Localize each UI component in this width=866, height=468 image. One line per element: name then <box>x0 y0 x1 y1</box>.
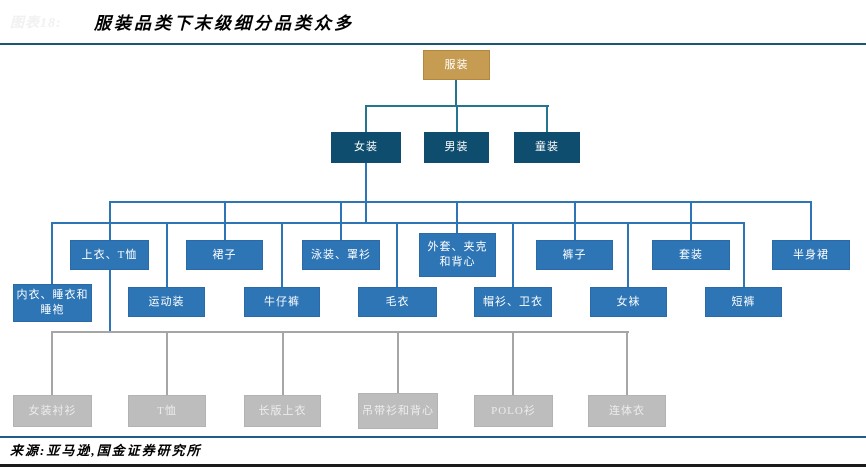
node-label: 泳装、罩衫 <box>311 248 371 261</box>
connector-line <box>51 331 53 395</box>
node-label: 短裤 <box>731 295 756 308</box>
connector-line <box>51 331 629 333</box>
node-label: 毛衣 <box>385 295 410 308</box>
node-bodysuits: 连体衣 <box>588 395 666 427</box>
node-label: 运动装 <box>148 295 185 308</box>
connector-line <box>574 201 576 240</box>
connector-line <box>743 222 745 287</box>
connector-line <box>109 201 111 240</box>
node-label: 女装 <box>354 141 378 154</box>
node-sweaters: 毛衣 <box>358 287 437 317</box>
node-label: 女装衬衫 <box>28 404 77 417</box>
connector-line <box>166 222 168 287</box>
node-label: 内衣、睡衣和睡袍 <box>16 289 89 316</box>
node-label: T恤 <box>157 404 177 417</box>
title-underline <box>0 43 866 45</box>
node-outerwear-jackets-vests: 外套、夹克和背心 <box>419 233 496 277</box>
connector-line <box>109 270 111 333</box>
node-label: 童装 <box>535 141 559 154</box>
node-shorts: 短裤 <box>705 287 782 317</box>
connector-line <box>690 201 692 240</box>
connector-line <box>166 331 168 395</box>
connector-line <box>51 222 53 284</box>
connector-line <box>396 222 398 287</box>
node-label: 牛仔裤 <box>264 295 300 308</box>
node-label: POLO衫 <box>491 404 536 417</box>
connector-line <box>810 201 812 240</box>
connector-line <box>340 201 342 240</box>
node-label: 女袜 <box>616 295 641 308</box>
node-clothing: 服装 <box>423 50 490 80</box>
node-long-tops: 长版上衣 <box>244 395 321 427</box>
node-label: 外套、夹克和背心 <box>427 241 488 268</box>
connector-line <box>397 331 399 395</box>
connector-line <box>109 201 812 203</box>
node-underwear-sleepwear: 内衣、睡衣和睡袍 <box>13 284 92 322</box>
node-tops-tshirts: 上衣、T恤 <box>70 240 149 270</box>
figure-number-label: 图表18: <box>10 16 62 31</box>
node-polo-shirts: POLO衫 <box>474 395 553 427</box>
node-tshirts: T恤 <box>128 395 206 427</box>
node-suits: 套装 <box>652 240 730 270</box>
node-jeans: 牛仔裤 <box>244 287 320 317</box>
source-note: 来源:亚马逊,国金证券研究所 <box>10 443 202 458</box>
node-label: 吊带衫和背心 <box>362 404 434 417</box>
connector-line <box>365 163 367 224</box>
bottom-border <box>0 464 866 467</box>
connector-line <box>224 201 226 240</box>
connector-line <box>626 331 628 395</box>
connector-line <box>365 105 367 133</box>
connector-line <box>456 201 458 233</box>
node-label: 帽衫、卫衣 <box>483 295 543 308</box>
node-label: 男装 <box>444 141 469 154</box>
node-label: 裙子 <box>212 248 237 261</box>
node-label: 裤子 <box>562 248 587 261</box>
node-activewear: 运动装 <box>128 287 205 317</box>
node-womens-shirts: 女装衬衫 <box>13 395 92 427</box>
node-mens: 男装 <box>424 132 489 163</box>
connector-line <box>51 222 745 224</box>
node-label: 上衣、T恤 <box>81 248 138 261</box>
node-skirts: 裙子 <box>186 240 263 270</box>
page-title: 服装品类下末级细分品类众多 <box>94 14 354 33</box>
node-camis-tanks: 吊带衫和背心 <box>358 393 438 429</box>
node-swimwear-coverups: 泳装、罩衫 <box>302 240 380 270</box>
footer-divider <box>0 436 866 438</box>
node-pants: 裤子 <box>536 240 613 270</box>
node-womens-socks: 女袜 <box>590 287 667 317</box>
node-womens: 女装 <box>331 132 401 163</box>
connector-line <box>627 222 629 287</box>
connector-line <box>546 105 548 133</box>
node-label: 半身裙 <box>793 248 829 261</box>
node-label: 连体衣 <box>609 404 645 417</box>
node-label: 服装 <box>444 58 469 71</box>
connector-line <box>282 331 284 395</box>
node-hoodies-sweatshirts: 帽衫、卫衣 <box>474 287 552 317</box>
connector-line <box>456 105 458 133</box>
connector-line <box>512 331 514 395</box>
node-label: 套装 <box>679 248 703 261</box>
node-half-skirts: 半身裙 <box>772 240 850 270</box>
node-label: 长版上衣 <box>258 404 307 417</box>
connector-line <box>512 222 514 287</box>
connector-line <box>455 80 457 106</box>
node-kids: 童装 <box>514 132 580 163</box>
connector-line <box>281 222 283 287</box>
